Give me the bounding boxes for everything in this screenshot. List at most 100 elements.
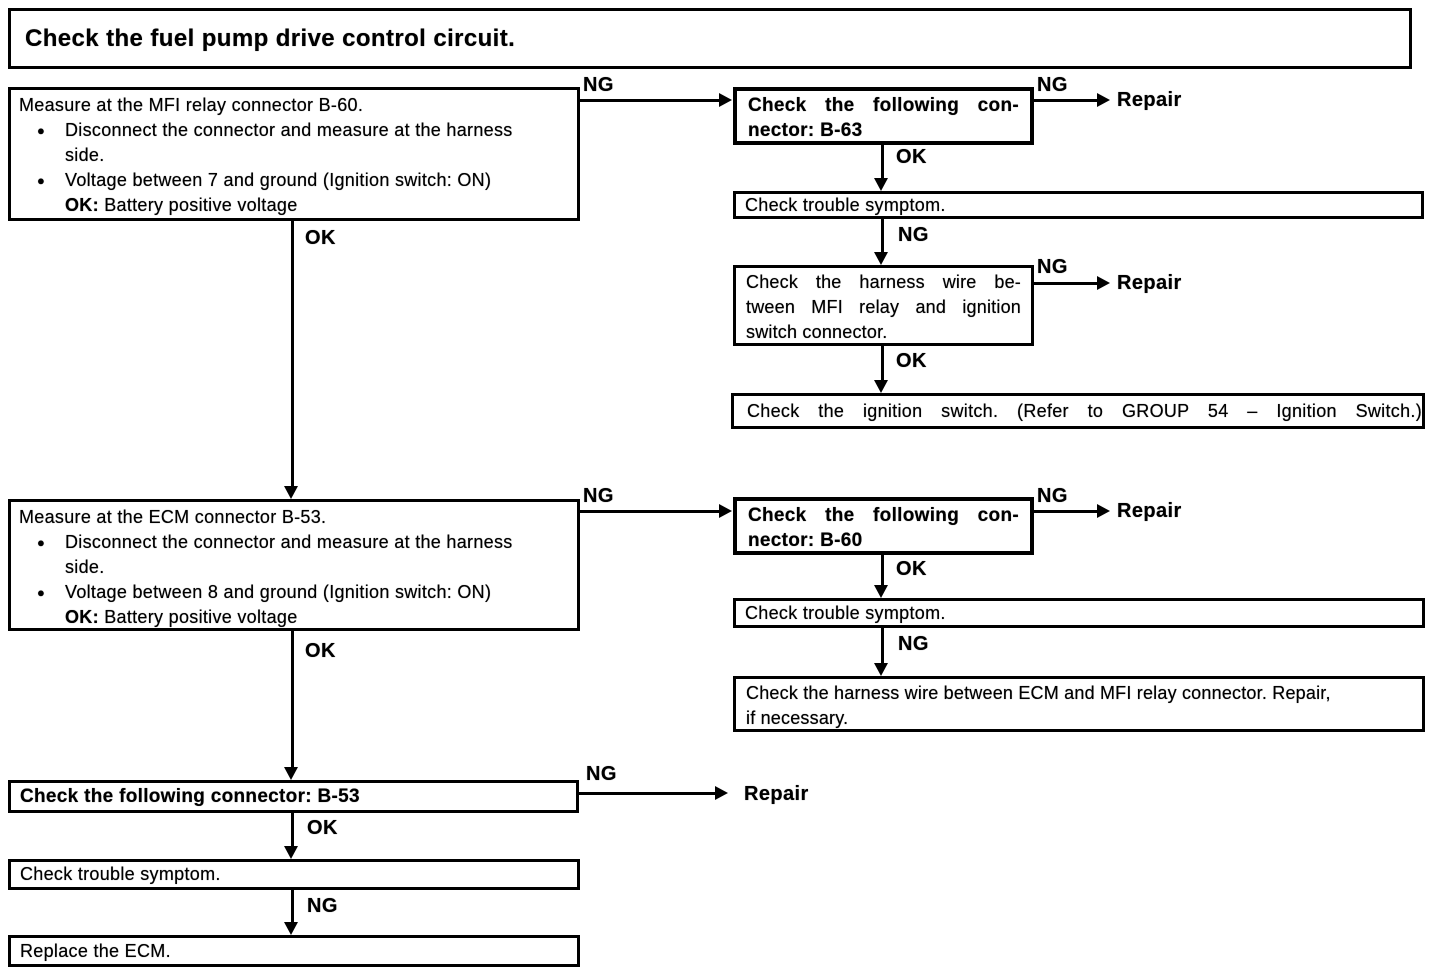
bullet-icon: ● xyxy=(37,173,46,188)
connector-line xyxy=(881,628,884,663)
connector-line xyxy=(579,792,716,795)
ok-spec-key: OK: xyxy=(65,607,99,627)
ng-label: NG xyxy=(898,633,929,655)
arrowhead-right-icon xyxy=(719,504,732,518)
step-text-line2: nector: B-63 xyxy=(748,120,863,141)
step-text-line1: Check the harness wire between ECM and M… xyxy=(746,683,1331,703)
connector-line xyxy=(291,631,294,767)
connector-line xyxy=(291,890,294,922)
step-title: Measure at the ECM connector B-53. xyxy=(19,507,327,527)
arrowhead-right-icon xyxy=(1097,276,1110,290)
bullet-icon: ● xyxy=(37,585,46,600)
bullet-text: side. xyxy=(65,557,105,577)
ok-label: OK xyxy=(305,227,336,249)
ok-label: OK xyxy=(896,558,927,580)
step-check-trouble-symptom-2-box: Check trouble symptom. xyxy=(733,598,1425,628)
ok-label: OK xyxy=(896,146,927,168)
flowchart-title: Check the fuel pump drive control circui… xyxy=(25,24,516,52)
bullet-line: ● Disconnect the connector and measure a… xyxy=(19,530,569,555)
connector-line xyxy=(881,555,884,586)
flowchart-title-box: Check the fuel pump drive control circui… xyxy=(8,8,1412,69)
step-text: Check the following connector: B-53 xyxy=(20,785,360,807)
repair-label: Repair xyxy=(744,783,809,805)
ng-label: NG xyxy=(583,485,614,507)
ok-spec-line: OK: Battery positive voltage xyxy=(19,193,569,218)
step-text: Check the ignition switch. (Refer to GRO… xyxy=(747,400,1422,421)
arrowhead-down-icon xyxy=(284,486,298,499)
arrowhead-down-icon xyxy=(284,767,298,780)
bullet-icon: ● xyxy=(37,123,46,138)
bullet-line-cont: side. xyxy=(19,143,569,168)
ok-label: OK xyxy=(896,350,927,372)
step-measure-mfi-relay-box: Measure at the MFI relay connector B-60.… xyxy=(8,87,580,221)
step-text-line3: switch connector. xyxy=(746,322,888,342)
bullet-text: Voltage between 8 and ground (Ignition s… xyxy=(65,582,492,602)
ng-label: NG xyxy=(898,224,929,246)
arrowhead-down-icon xyxy=(874,380,888,393)
step-measure-ecm-box: Measure at the ECM connector B-53. ● Dis… xyxy=(8,499,580,631)
bullet-text: side. xyxy=(65,145,105,165)
ok-spec-value: Battery positive voltage xyxy=(104,607,298,627)
connector-line xyxy=(291,813,294,846)
arrowhead-right-icon xyxy=(719,93,732,107)
step-check-trouble-symptom-3-box: Check trouble symptom. xyxy=(8,859,580,890)
bullet-text: Disconnect the connector and measure at … xyxy=(65,532,513,552)
step-text-line1: Check the harness wire be- xyxy=(746,272,1021,292)
bullet-line: ● Voltage between 7 and ground (Ignition… xyxy=(19,168,569,193)
connector-line xyxy=(580,99,721,102)
arrowhead-down-icon xyxy=(874,178,888,191)
ng-label: NG xyxy=(1037,256,1068,278)
step-check-connector-b53-box: Check the following connector: B-53 xyxy=(8,780,579,813)
arrowhead-right-icon xyxy=(1097,504,1110,518)
arrowhead-down-icon xyxy=(284,846,298,859)
connector-line xyxy=(1034,282,1098,285)
ng-label: NG xyxy=(586,763,617,785)
arrowhead-right-icon xyxy=(1097,93,1110,107)
step-text-line1: Check the following con- xyxy=(748,95,1019,116)
arrowhead-down-icon xyxy=(284,922,298,935)
repair-label: Repair xyxy=(1117,500,1182,522)
step-text: Check trouble symptom. xyxy=(745,194,946,215)
step-text: Check trouble symptom. xyxy=(745,602,946,623)
connector-line xyxy=(881,346,884,381)
connector-line xyxy=(1034,99,1098,102)
ng-label: NG xyxy=(307,895,338,917)
step-check-ignition-switch-box: Check the ignition switch. (Refer to GRO… xyxy=(731,393,1425,429)
arrowhead-down-icon xyxy=(874,585,888,598)
step-text-line2: nector: B-60 xyxy=(748,530,863,551)
step-check-connector-b63-box: Check the following con- nector: B-63 xyxy=(733,87,1034,145)
bullet-icon: ● xyxy=(37,535,46,550)
step-replace-ecm-box: Replace the ECM. xyxy=(8,935,580,967)
step-text-line2: tween MFI relay and ignition xyxy=(746,297,1021,317)
repair-label: Repair xyxy=(1117,272,1182,294)
connector-line xyxy=(881,145,884,180)
bullet-line: ● Voltage between 8 and ground (Ignition… xyxy=(19,580,569,605)
connector-line xyxy=(291,221,294,486)
step-text: Replace the ECM. xyxy=(20,940,171,961)
repair-label: Repair xyxy=(1117,89,1182,111)
step-check-trouble-symptom-1-box: Check trouble symptom. xyxy=(733,191,1424,219)
bullet-line-cont: side. xyxy=(19,555,569,580)
step-text-line1: Check the following con- xyxy=(748,505,1019,526)
ok-spec-value: Battery positive voltage xyxy=(104,195,298,215)
ok-spec-line: OK: Battery positive voltage xyxy=(19,605,569,628)
arrowhead-right-icon xyxy=(715,786,728,800)
ok-label: OK xyxy=(307,817,338,839)
bullet-text: Voltage between 7 and ground (Ignition s… xyxy=(65,170,492,190)
step-title: Measure at the MFI relay connector B-60. xyxy=(19,95,364,115)
bullet-line: ● Disconnect the connector and measure a… xyxy=(19,118,569,143)
ng-label: NG xyxy=(583,74,614,96)
arrowhead-down-icon xyxy=(874,252,888,265)
step-check-harness-mfi-ignition-box: Check the harness wire be- tween MFI rel… xyxy=(733,265,1034,346)
step-check-connector-b60-box: Check the following con- nector: B-60 xyxy=(733,497,1034,555)
ok-spec-key: OK: xyxy=(65,195,99,215)
arrowhead-down-icon xyxy=(874,663,888,676)
connector-line xyxy=(580,510,721,513)
step-text: Check trouble symptom. xyxy=(20,864,221,884)
ok-label: OK xyxy=(305,640,336,662)
ng-label: NG xyxy=(1037,485,1068,507)
connector-line xyxy=(881,219,884,254)
connector-line xyxy=(1034,510,1098,513)
step-check-harness-ecm-mfi-box: Check the harness wire between ECM and M… xyxy=(733,676,1425,732)
